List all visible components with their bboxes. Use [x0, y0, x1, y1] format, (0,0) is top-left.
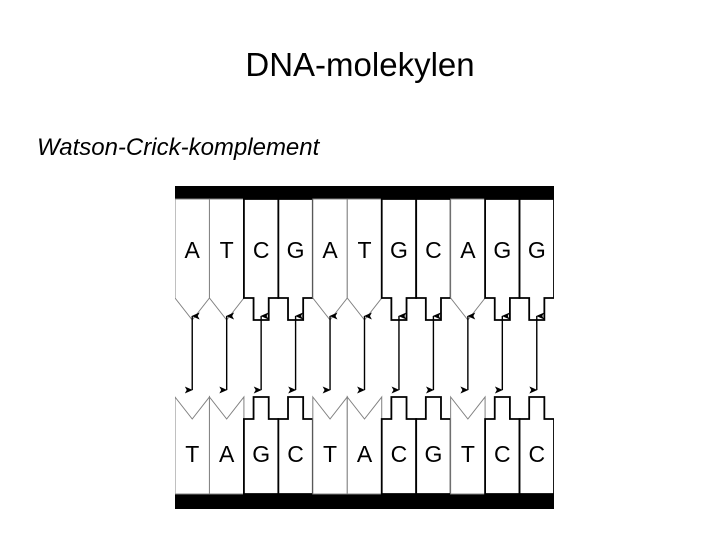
nucleotide-bottom-c-6: [380, 396, 418, 495]
base-letter-bottom-1: A: [219, 441, 235, 467]
base-letter-top-4: A: [322, 237, 338, 263]
hydrogen-bond-arrows: [184, 312, 545, 394]
base-letter-bottom-4: T: [323, 441, 337, 467]
nucleotide-bottom-g-2: [243, 396, 280, 495]
top-backbone-bar: [175, 186, 554, 199]
base-letter-top-9: G: [493, 237, 511, 263]
bottom-backbone-bar: [175, 494, 554, 509]
page-title: DNA-molekylen: [245, 46, 475, 83]
base-letter-bottom-3: C: [287, 441, 304, 467]
nucleotide-top-g-10: [518, 198, 554, 321]
base-letter-top-0: A: [185, 237, 201, 263]
base-letter-bottom-2: G: [252, 441, 270, 467]
nucleotide-top-a-0: [175, 198, 210, 321]
base-letter-top-10: G: [528, 237, 546, 263]
base-letter-top-3: G: [287, 237, 305, 263]
nucleotide-bottom-c-10: [518, 396, 554, 495]
nucleotide-bottom-c-9: [484, 396, 521, 495]
slide-subtitle: Watson-Crick-komplement: [37, 134, 320, 161]
base-letter-bottom-6: C: [391, 441, 408, 467]
nucleotide-top-a-8: [450, 198, 486, 321]
base-letter-bottom-7: G: [424, 441, 442, 467]
base-letter-top-7: C: [425, 237, 442, 263]
nucleotide-bottom-g-7: [415, 396, 452, 495]
base-letter-bottom-5: A: [357, 441, 373, 467]
base-letter-top-2: C: [253, 237, 270, 263]
base-letter-bottom-9: C: [494, 441, 511, 467]
nucleotide-top-t-1: [208, 198, 245, 321]
base-letter-top-1: T: [220, 237, 234, 263]
base-letter-bottom-0: T: [185, 441, 199, 467]
base-letter-bottom-8: T: [461, 441, 475, 467]
nucleotide-top-a-4: [312, 198, 348, 321]
nucleotide-top-t-5: [346, 198, 383, 321]
nucleotide-bottom-c-3: [277, 396, 314, 495]
base-letter-top-8: A: [460, 237, 476, 263]
base-letter-bottom-10: C: [528, 441, 545, 467]
base-letter-top-6: G: [390, 237, 408, 263]
base-letter-top-5: T: [357, 237, 371, 263]
